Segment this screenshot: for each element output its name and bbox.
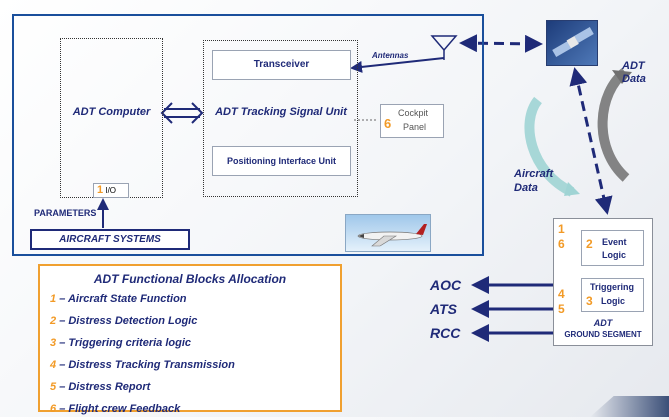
destination-aoc: AOC xyxy=(430,277,462,293)
ground-num-5: 5 xyxy=(558,302,565,316)
functional-block-item: 6 – Flight crew Feedback xyxy=(50,398,340,420)
adt-computer-box xyxy=(60,38,163,198)
event-logic-number: 2 xyxy=(586,237,593,251)
aircraft-data-flow xyxy=(524,96,575,197)
functional-block-text: – Distress Tracking Transmission xyxy=(59,359,235,371)
logo-corner xyxy=(590,396,669,417)
cockpit-number: 6 xyxy=(384,116,392,131)
event-logic-line1: Event xyxy=(602,237,627,247)
functional-block-text: – Aircraft State Function xyxy=(59,293,187,305)
ground-title-1: ADT xyxy=(593,318,613,328)
adt-computer-label: ADT Computer xyxy=(72,106,151,118)
airplane-icon xyxy=(357,224,427,247)
aircraft-data-label-2: Data xyxy=(514,182,538,194)
ground-title-2: GROUND SEGMENT xyxy=(564,330,642,339)
antennas-label: Antennas xyxy=(372,51,409,60)
satellite-image xyxy=(546,20,598,66)
triggering-number: 3 xyxy=(586,294,593,308)
io-port: 1 I/O xyxy=(93,183,129,198)
functional-block-item: 1 – Aircraft State Function xyxy=(50,288,340,310)
functional-block-number: 1 xyxy=(50,293,57,305)
functional-block-text: – Flight crew Feedback xyxy=(59,403,181,415)
event-logic-line2: Logic xyxy=(602,250,626,260)
aircraft-systems-label: AIRCRAFT SYSTEMS xyxy=(59,234,161,245)
functional-block-text: – Distress Report xyxy=(59,381,151,393)
destination-ats: ATS xyxy=(430,301,457,317)
antenna-icon xyxy=(430,35,458,60)
triggering-logic-box: Triggering 3 Logic xyxy=(581,278,644,312)
cockpit-panel-box: 6 Cockpit Panel xyxy=(380,104,444,138)
destination-rcc: RCC xyxy=(430,325,461,341)
positioning-box: Positioning Interface Unit xyxy=(212,146,351,176)
functional-block-text: – Distress Detection Logic xyxy=(59,315,198,327)
parameters-label: PARAMETERS xyxy=(34,208,97,218)
aircraft-image xyxy=(345,214,431,252)
ground-num-6: 6 xyxy=(558,237,565,251)
satellite-icon xyxy=(552,27,594,57)
positioning-label: Positioning Interface Unit xyxy=(226,156,336,166)
io-number: 1 xyxy=(97,184,104,196)
aircraft-segment-frame xyxy=(12,14,484,256)
functional-block-number: 4 xyxy=(50,359,57,371)
functional-block-number: 3 xyxy=(50,337,57,349)
antenna-satellite-link xyxy=(459,34,543,53)
aircraft-systems-box: AIRCRAFT SYSTEMS xyxy=(30,229,190,250)
adt-data-label-1: ADT xyxy=(622,60,645,72)
ground-num-1: 1 xyxy=(558,222,565,236)
cockpit-line1: Cockpit xyxy=(398,108,429,118)
adt-data-label-2: Data xyxy=(622,73,646,85)
functional-block-item: 3 – Triggering criteria logic xyxy=(50,332,340,354)
transceiver-label: Transceiver xyxy=(253,59,310,70)
transceiver-antenna-line xyxy=(350,57,445,73)
tracking-unit-box xyxy=(203,40,358,197)
functional-block-number: 5 xyxy=(50,381,57,393)
functional-blocks-title: ADT Functional Blocks Allocation xyxy=(93,272,287,286)
transceiver-box: Transceiver xyxy=(212,50,351,80)
functional-blocks-box: ADT Functional Blocks Allocation 1 – Air… xyxy=(38,264,342,415)
aircraft-data-label-1: Aircraft xyxy=(514,168,554,180)
triggering-line1: Triggering xyxy=(590,282,635,292)
functional-block-number: 2 xyxy=(50,315,57,327)
functional-block-item: 5 – Distress Report xyxy=(50,376,340,398)
adt-data-flow xyxy=(597,67,630,182)
satellite-ground-link xyxy=(569,67,613,215)
functional-block-item: 4 – Distress Tracking Transmission xyxy=(50,354,340,376)
cockpit-line2: Panel xyxy=(403,122,427,132)
io-label: I/O xyxy=(105,186,117,195)
tracking-unit-label: ADT Tracking Signal Unit xyxy=(215,106,347,118)
functional-block-text: – Triggering criteria logic xyxy=(59,337,192,349)
functional-block-number: 6 xyxy=(50,403,57,415)
ground-num-4: 4 xyxy=(558,287,565,301)
triggering-line2: Logic xyxy=(601,296,625,306)
event-logic-box: 2 Event Logic xyxy=(581,230,644,266)
functional-block-item: 2 – Distress Detection Logic xyxy=(50,310,340,332)
